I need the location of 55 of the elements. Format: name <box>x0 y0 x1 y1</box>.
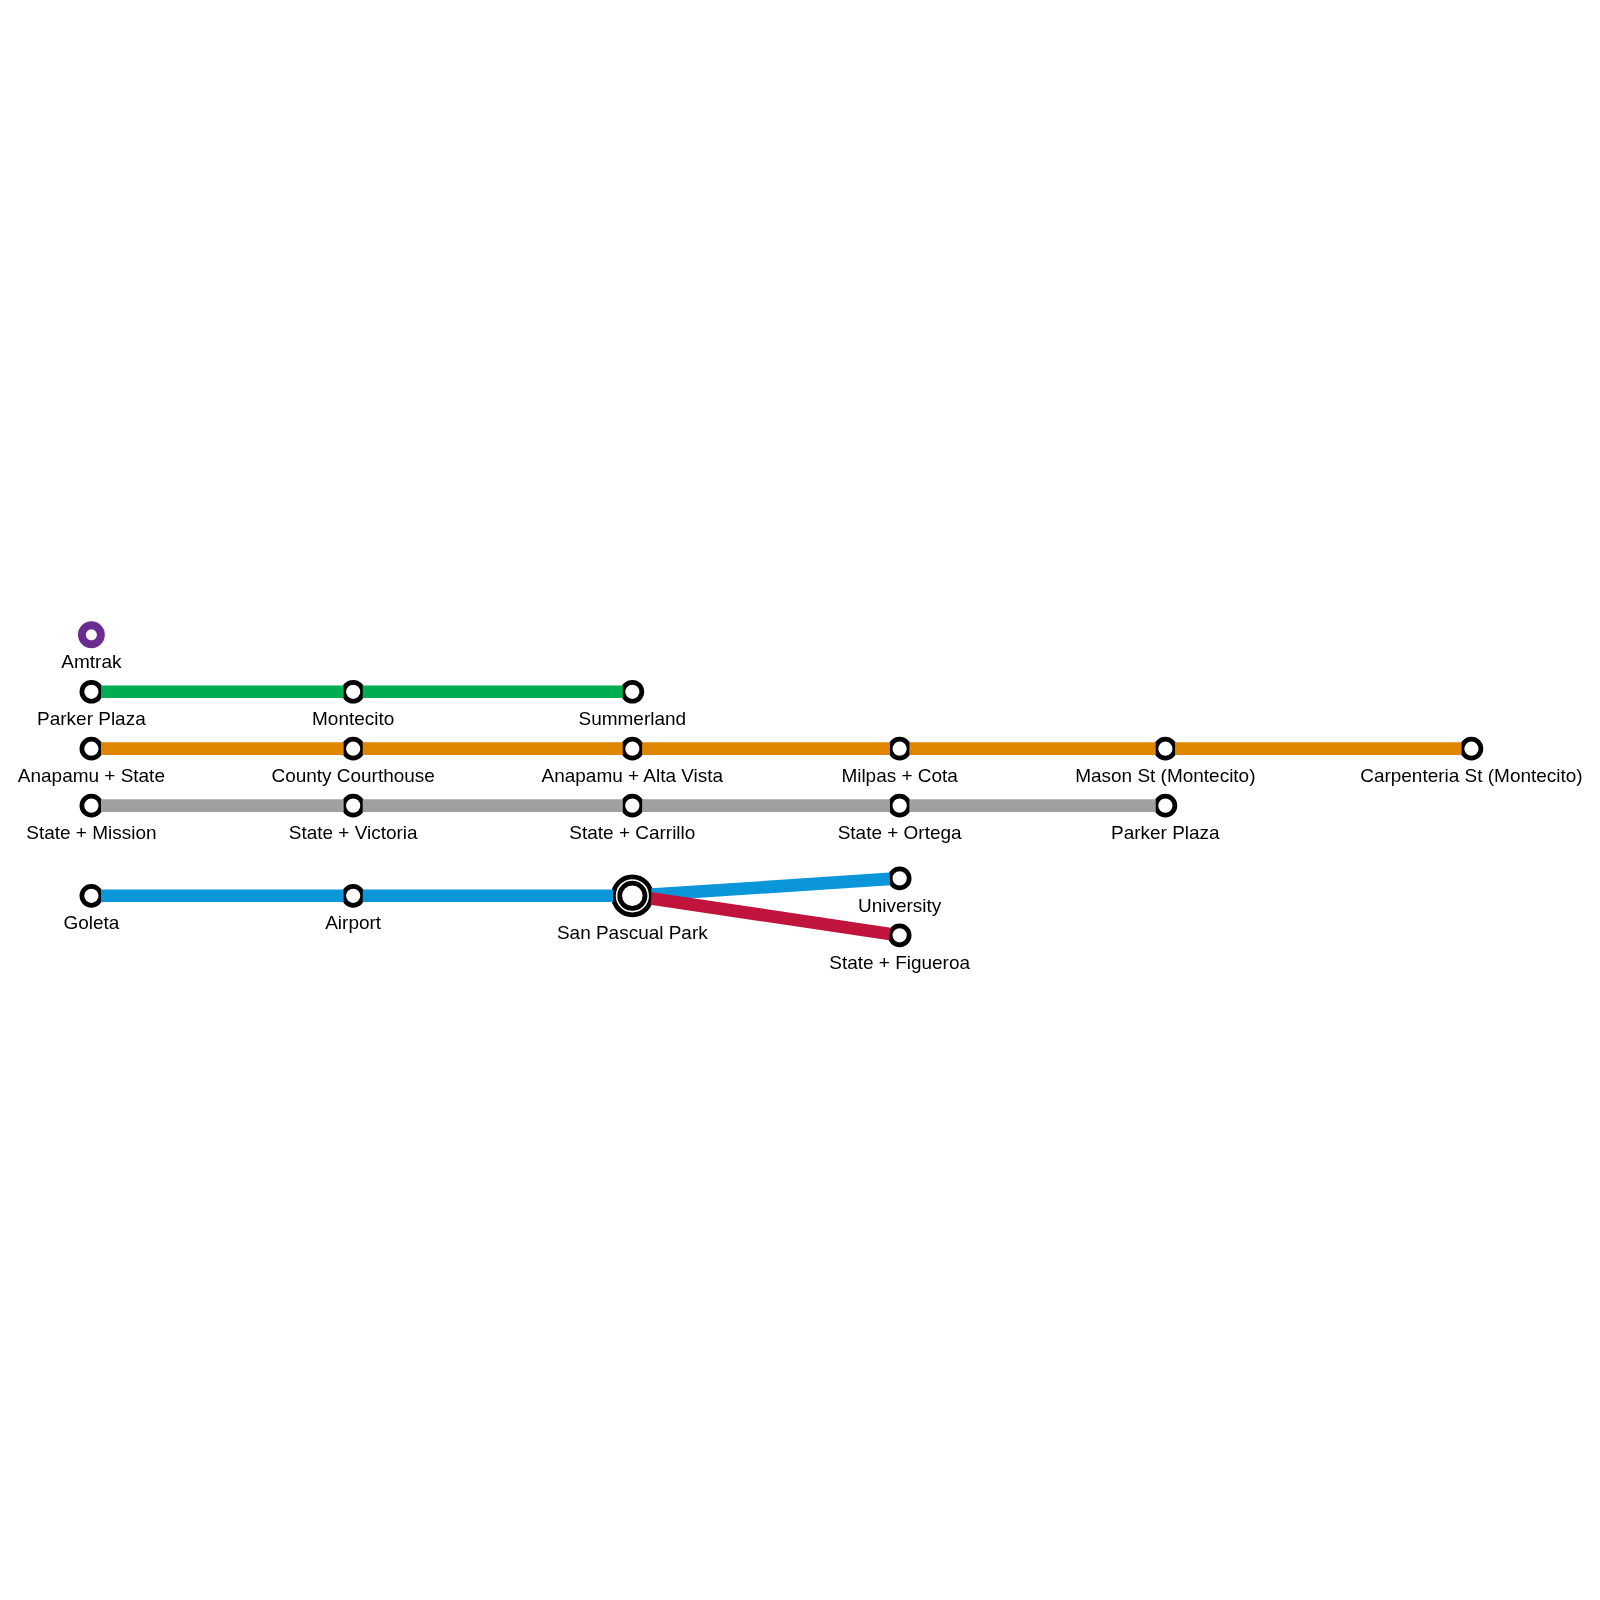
node-circle <box>79 679 104 704</box>
node-circle <box>887 866 912 890</box>
connector <box>362 798 623 812</box>
connector <box>101 888 344 902</box>
connector <box>101 741 344 755</box>
node-label: State + Carrillo <box>569 821 696 843</box>
node-label: University <box>858 894 942 916</box>
connector <box>101 798 344 812</box>
node-label: State + Mission <box>26 821 157 843</box>
node-circle <box>887 793 912 817</box>
node-label: Montecito <box>312 707 395 729</box>
node-circle <box>79 736 104 761</box>
node-label: State + Figueroa <box>829 951 971 973</box>
node-label: Anapamu + Alta Vista <box>541 764 724 786</box>
node-label: Mason St (Montecito) <box>1075 764 1256 786</box>
node-label: Amtrak <box>61 650 122 672</box>
connector <box>362 741 623 755</box>
node-label: State + Ortega <box>837 821 962 843</box>
node-label: Goleta <box>63 911 120 933</box>
connector <box>909 741 1156 755</box>
node-label: San Pascual Park <box>556 921 708 943</box>
node-label: Milpas + Cota <box>841 764 958 786</box>
node-label: Carpenteria St (Montecito) <box>1360 764 1583 786</box>
node-circle <box>620 793 645 817</box>
node-circle <box>341 679 366 704</box>
connector <box>1175 741 1462 755</box>
node-label: Airport <box>325 911 382 933</box>
node-label: Parker Plaza <box>37 707 146 729</box>
connector <box>650 891 891 940</box>
node-circle <box>79 793 104 817</box>
connector <box>642 798 890 812</box>
node-circle <box>887 736 912 761</box>
connector <box>362 888 614 902</box>
node-circle <box>620 736 645 761</box>
connector <box>642 741 890 755</box>
connector <box>909 798 1156 812</box>
node-circle <box>1153 736 1178 761</box>
node-label: County Courthouse <box>271 764 435 786</box>
node-circle <box>341 793 366 817</box>
node-label: Summerland <box>578 707 687 729</box>
node-label: Anapamu + State <box>17 764 165 786</box>
connector <box>362 684 623 698</box>
node-circle <box>1153 793 1178 817</box>
node-circle <box>620 679 645 704</box>
node-circle <box>887 922 912 947</box>
node-circle <box>341 736 366 761</box>
connector <box>651 872 891 901</box>
node-circle <box>77 620 105 648</box>
node-circle <box>341 883 366 908</box>
node-circle <box>1459 736 1484 761</box>
node-circle <box>611 873 654 917</box>
connector <box>101 684 344 698</box>
node-label: Parker Plaza <box>1111 821 1220 843</box>
node-label: State + Victoria <box>288 821 418 843</box>
node-circle <box>79 883 104 908</box>
